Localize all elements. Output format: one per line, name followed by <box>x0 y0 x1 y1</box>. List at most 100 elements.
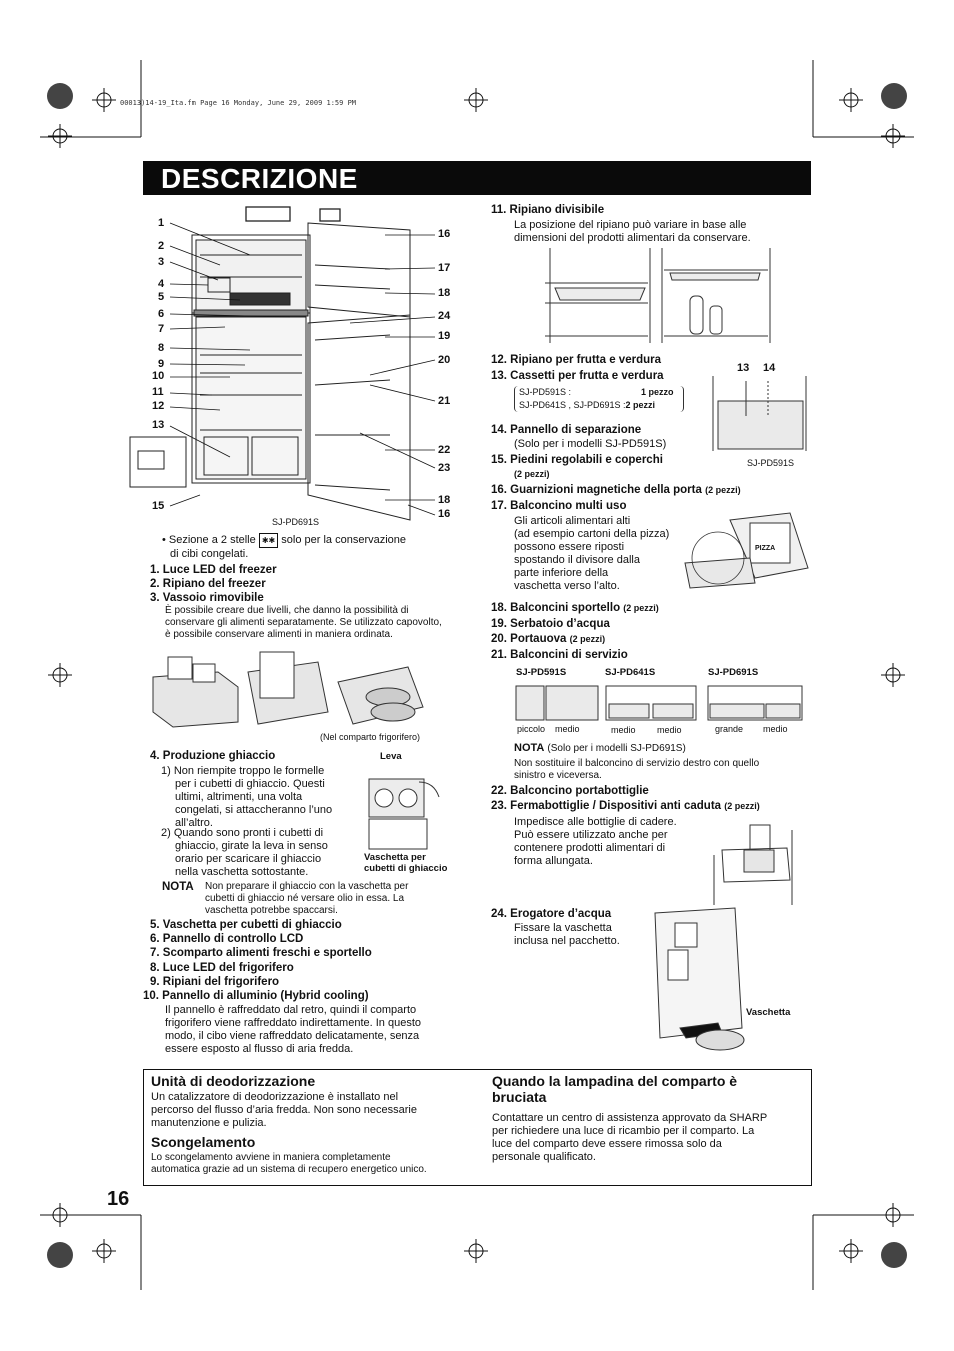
item-18-qty: (2 pezzi) <box>623 603 659 613</box>
item-23-qty: (2 pezzi) <box>724 801 760 811</box>
item-17-desc-line: vaschetta verso l’alto. <box>514 580 669 593</box>
item-17-desc-line: spostando il divisore dalla <box>514 554 669 567</box>
label-6: 6 <box>158 308 164 320</box>
nota-21-text: (Solo per i modelli SJ-PD691S) <box>547 743 685 754</box>
defrost-text: Lo scongelamento avviene in maniera comp… <box>151 1152 427 1176</box>
tray-caption: (Nel comparto frigorifero) <box>320 732 420 742</box>
item-9: 9. Ripiani del frigorifero <box>150 975 279 989</box>
drawer-illustration <box>708 376 813 456</box>
item-17-desc-line: parte inferiore della <box>514 567 669 580</box>
nota-line: vaschetta potrebbe spaccarsi. <box>205 905 408 917</box>
tray-illustrations <box>148 652 458 732</box>
label-22: 22 <box>438 444 450 456</box>
label-13: 13 <box>152 419 164 431</box>
item-3-desc: È possibile creare due livelli, che dann… <box>165 605 442 641</box>
nota-label: NOTA <box>162 880 194 894</box>
fridge-diagram <box>150 205 480 520</box>
qty-591: 1 pezzo <box>641 386 674 399</box>
item-3-desc-line: conservare gli alimenti separatamente. S… <box>165 617 442 629</box>
deodorization-heading: Unità di deodorizzazione <box>151 1073 315 1089</box>
item-13-models: SJ-PD591S : 1 pezzo SJ-PD641S , SJ-PD691S… <box>514 386 684 412</box>
label-9: 9 <box>158 358 164 370</box>
label-1: 1 <box>158 217 164 229</box>
drawer-label-13: 13 <box>737 362 749 374</box>
item-21: 21. Balconcini di servizio <box>491 648 628 662</box>
item-23-desc-line: Può essere utilizzato anche per <box>514 829 677 842</box>
nota-text: Non preparare il ghiaccio con la vaschet… <box>205 881 408 917</box>
two-star-note-line2: di cibi congelati. <box>162 548 248 560</box>
deodorization-text: Un catalizzatore di deodorizzazione è in… <box>151 1091 417 1130</box>
item-10-desc-line: modo, il cibo viene raffreddato delicata… <box>165 1030 421 1043</box>
item-13: 13. Cassetti per frutta e verdura <box>491 369 664 383</box>
size-medio-4: medio <box>763 724 788 734</box>
two-star-icon: ✱✱ <box>259 533 278 548</box>
item-18: 18. Balconcini sportello (2 pezzi) <box>491 601 659 615</box>
page-number: 16 <box>107 1188 129 1211</box>
label-3: 3 <box>158 256 164 268</box>
label-8: 8 <box>158 342 164 354</box>
deodorization-line: percorso del flusso d’aria fredda. Non s… <box>151 1104 417 1117</box>
model-label-591: SJ-PD591S <box>516 667 566 678</box>
point-line: ultimi, altrimenti, una volta <box>161 791 332 804</box>
item-23-label: 23. Fermabottiglie / Dispositivi anti ca… <box>491 800 721 812</box>
item-22: 22. Balconcino portabottiglie <box>491 784 649 798</box>
model-label-641: SJ-PD641S <box>605 667 655 678</box>
item-15-qty: (2 pezzi) <box>514 469 550 479</box>
item-11: 11. Ripiano divisibile <box>491 203 604 217</box>
lamp-line: luce del comparto deve essere rimossa so… <box>492 1138 767 1151</box>
qty-641-691: 2 pezzi <box>626 400 656 410</box>
two-star-note-before: • Sezione a 2 stelle <box>162 534 256 546</box>
label-12: 12 <box>152 400 164 412</box>
two-star-note: • Sezione a 2 stelle ✱✱ solo per la cons… <box>162 533 406 561</box>
item-10-desc-line: Il pannello è raffreddato dal retro, qui… <box>165 1004 421 1017</box>
file-header: 00013)14-19_Ita.fm Page 16 Monday, June … <box>120 99 356 107</box>
item-3-desc-line: È possibile creare due livelli, che dann… <box>165 605 442 617</box>
size-grande: grande <box>715 724 743 734</box>
ice-tray-label-line: cubetti di ghiaccio <box>364 863 447 874</box>
item-23: 23. Fermabottiglie / Dispositivi anti ca… <box>491 799 760 813</box>
item-23-desc-line: contenere prodotti alimentari di <box>514 842 677 855</box>
item-14-desc: (Solo per i modelli SJ-PD591S) <box>514 438 666 451</box>
label-11: 11 <box>152 386 164 398</box>
item-16-label: 16. Guarnizioni magnetiche della porta <box>491 484 702 496</box>
model-641-691: SJ-PD641S , SJ-PD691S : <box>519 400 626 410</box>
service-balconies-illustration <box>514 682 804 722</box>
point-line: ghiaccio, girate la leva in senso <box>161 840 328 853</box>
split-shelf-illustration <box>540 248 780 348</box>
item-17-desc: Gli articoli alimentari alti (ad esempio… <box>514 515 669 593</box>
item-17-desc-line: possono essere riposti <box>514 541 669 554</box>
label-24: 24 <box>438 310 450 322</box>
item-21-nota-desc: Non sostituire il balconcino di servizio… <box>514 758 759 782</box>
item-20-label: 20. Portauova <box>491 633 566 645</box>
label-19: 19 <box>438 330 450 342</box>
water-dispenser-illustration <box>650 908 760 1058</box>
page-title: DESCRIZIONE <box>161 163 358 195</box>
bottle-stopper-illustration <box>712 820 812 905</box>
item-3: 3. Vassoio rimovibile <box>150 591 264 605</box>
item-14: 14. Pannello di separazione <box>491 423 641 437</box>
point-line: per i cubetti di ghiaccio. Questi <box>161 778 332 791</box>
lamp-text: Contattare un centro di assistenza appro… <box>492 1112 767 1164</box>
item-11-desc: La posizione del ripiano può variare in … <box>514 219 751 245</box>
item-18-label: 18. Balconcini sportello <box>491 602 620 614</box>
size-medio-2: medio <box>611 725 636 735</box>
nota-line: cubetti di ghiaccio né versare olio in e… <box>205 893 408 905</box>
item-6: 6. Pannello di controllo LCD <box>150 932 303 946</box>
item-4-point-2: 2) Quando sono pronti i cubetti di ghiac… <box>161 827 328 879</box>
label-5: 5 <box>158 291 164 303</box>
item-5: 5. Vaschetta per cubetti di ghiaccio <box>150 918 342 932</box>
size-piccolo: piccolo <box>517 724 545 734</box>
drawer-label-14: 14 <box>763 362 775 374</box>
item-11-desc-line: dimensioni del prodotti alimentari da co… <box>514 232 751 245</box>
lever-label: Leva <box>380 751 402 762</box>
item-24-desc-line: inclusa nel pacchetto. <box>514 935 620 948</box>
label-10: 10 <box>152 370 164 382</box>
lamp-heading: Quando la lampadina del comparto è bruci… <box>492 1073 737 1105</box>
model-591: SJ-PD591S : <box>519 387 571 397</box>
point-line: congelati, si attaccheranno l’uno <box>161 804 332 817</box>
drawer-model: SJ-PD591S <box>747 458 794 468</box>
item-4-point-1: 1) Non riempite troppo le formelle per i… <box>161 765 332 830</box>
item-24-desc: Fissare la vaschetta inclusa nel pacchet… <box>514 922 620 948</box>
ice-tray-label-line: Vaschetta per <box>364 852 447 863</box>
item-19: 19. Serbatoio d’acqua <box>491 617 610 631</box>
